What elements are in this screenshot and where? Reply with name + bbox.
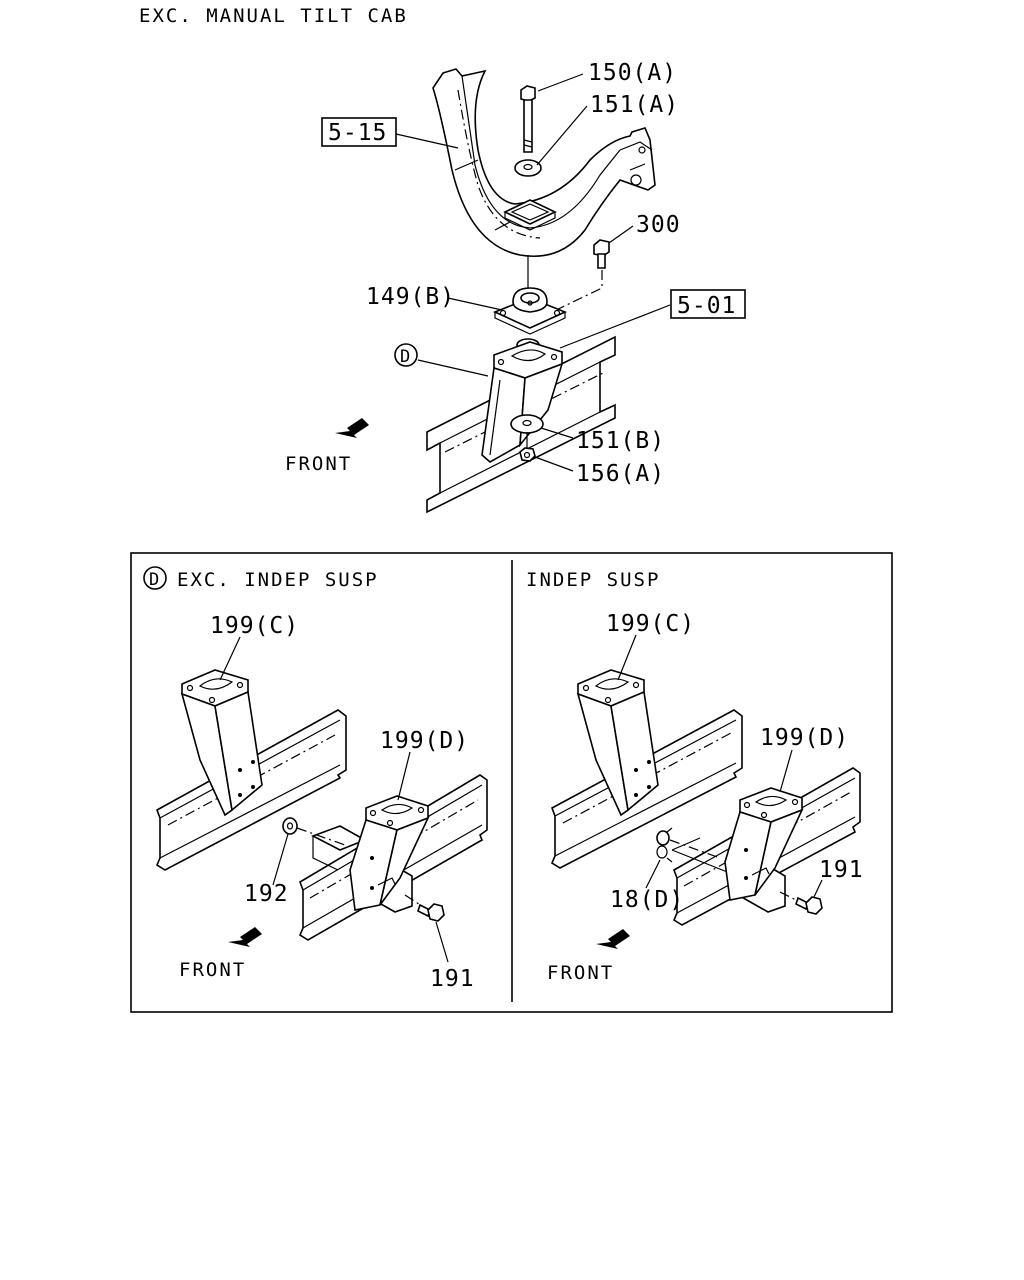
detail-right-indep-susp: INDEP SUSP — [526, 569, 864, 984]
ref-box-501 — [670, 289, 746, 319]
left-label-199c: 199(C) — [210, 613, 299, 639]
detail-left-exc-indep-susp: D EXC. INDEP SUSP — [143, 566, 488, 992]
top-leader-lines — [395, 73, 671, 472]
right-front-label: FRONT — [547, 962, 614, 984]
right-bolt-191-drawing — [779, 891, 823, 915]
left-bracket-199c-drawing — [180, 669, 263, 817]
left-bolt-191-drawing — [404, 894, 445, 922]
detail-right-title: INDEP SUSP — [526, 569, 660, 591]
left-front-label: FRONT — [179, 959, 246, 981]
right-label-191: 191 — [819, 857, 864, 883]
label-156a: 156(A) — [576, 461, 665, 487]
label-ref-515: 5-15 — [328, 120, 387, 146]
top-assembly: 150(A) 151(A) 5-15 300 149(B) 5-01 D 151… — [285, 60, 746, 514]
detail-panel-frame — [130, 552, 893, 1013]
detail-left-title: EXC. INDEP SUSP — [177, 569, 379, 591]
left-front-arrow-icon — [228, 927, 262, 947]
right-label-199d: 199(D) — [760, 725, 849, 751]
right-bracket-199c-drawing — [576, 669, 659, 817]
marker-d-letter: D — [400, 347, 410, 367]
mount-149b-drawing — [492, 255, 568, 352]
right-bracket-199d-drawing — [724, 787, 804, 901]
front-arrow-icon — [335, 418, 369, 438]
left-label-199d: 199(D) — [380, 728, 469, 754]
label-150a: 150(A) — [588, 60, 677, 86]
right-label-199c: 199(C) — [606, 611, 695, 637]
marker-d-letter-left: D — [149, 570, 159, 590]
washer-151b-drawing — [510, 414, 544, 448]
front-label-top: FRONT — [285, 453, 352, 475]
left-label-192: 192 — [244, 881, 289, 907]
right-label-18d: 18(D) — [610, 887, 684, 913]
nut-156a-drawing — [519, 447, 536, 462]
ref-box-515 — [321, 117, 397, 147]
right-front-arrow-icon — [596, 929, 630, 949]
marker-d-circle-left — [143, 566, 167, 590]
marker-d-circle — [394, 343, 418, 367]
label-ref-501: 5-01 — [677, 293, 736, 319]
left-washer-192-drawing — [282, 817, 346, 846]
diagram-title: EXC. MANUAL TILT CAB — [139, 5, 408, 27]
left-label-191: 191 — [430, 966, 475, 992]
cab-bracket-drawing — [432, 68, 656, 257]
bolt-150a-drawing — [520, 85, 536, 153]
left-bracket-199d-drawing — [349, 795, 430, 911]
label-149b: 149(B) — [366, 284, 455, 310]
bolt-300-drawing — [551, 239, 610, 313]
label-300: 300 — [636, 212, 681, 238]
right-clip-18d-drawing — [656, 827, 721, 863]
label-151a: 151(A) — [590, 92, 679, 118]
washer-151a-drawing — [514, 159, 542, 177]
label-151b: 151(B) — [576, 428, 665, 454]
